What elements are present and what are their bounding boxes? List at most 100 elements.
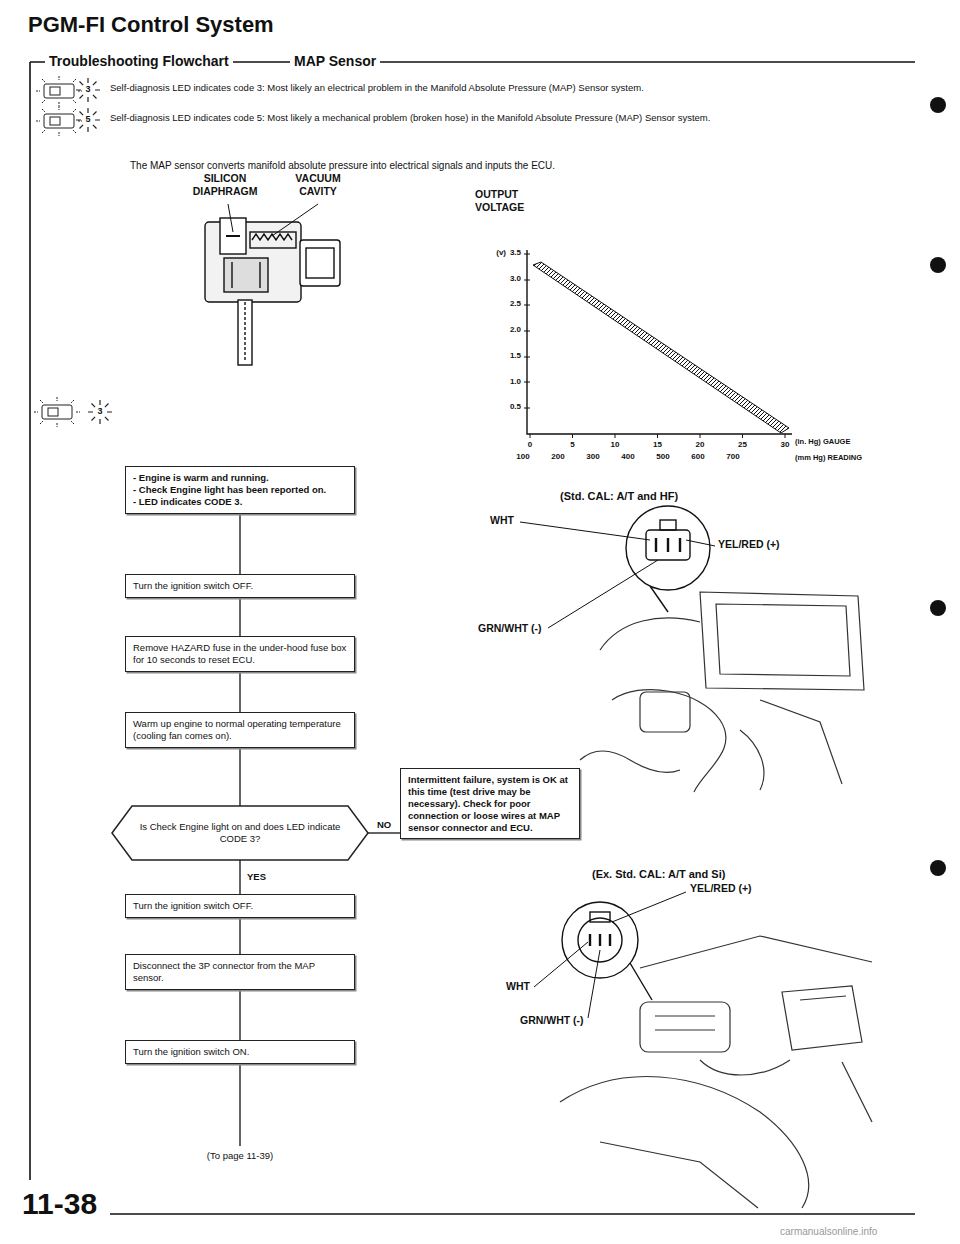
engine-drawing	[640, 936, 872, 968]
voltage-graph	[527, 250, 792, 434]
variant-heading: (Std. CAL: A/T and HF)	[560, 490, 678, 503]
led-icon	[34, 397, 80, 427]
process-box: Disconnect the 3P connector from the MAP…	[125, 954, 355, 990]
part-name: VACUUM CAVITY	[278, 172, 358, 197]
connector-drawing	[578, 918, 622, 962]
wire-color: WHT	[506, 980, 530, 993]
box-text: Turn the ignition switch OFF.	[133, 900, 347, 912]
connector-drawing	[660, 520, 676, 530]
map-sensor-drawing	[226, 235, 240, 237]
engine-drawing	[716, 604, 850, 676]
flow-connector	[239, 918, 240, 954]
box-text: - Check Engine light has been reported o…	[133, 484, 347, 496]
voltage-graph	[524, 250, 792, 438]
frame-line	[30, 62, 915, 1214]
leader-line	[228, 204, 318, 236]
tick-label: 25	[738, 440, 747, 450]
box-text: Disconnect the 3P connector from the MAP…	[133, 960, 347, 984]
code-digit: 3	[85, 84, 90, 95]
unit-label: (v)	[496, 248, 506, 258]
registration-dot	[930, 97, 946, 113]
engine-drawing	[560, 1077, 809, 1208]
engine-drawing	[842, 1062, 872, 1122]
registration-dot	[930, 860, 946, 876]
leader-line	[588, 950, 600, 1018]
connector-drawing	[590, 912, 610, 922]
map-sensor-drawing	[244, 302, 245, 362]
led-icon	[42, 405, 72, 419]
note-text: Self-diagnosis LED indicates code 5: Mos…	[110, 112, 900, 123]
engine-drawing	[600, 1142, 758, 1208]
map-sensor-drawing	[252, 234, 292, 240]
tick-label: 1.0	[510, 377, 521, 387]
engine-drawing	[640, 692, 690, 732]
map-sensor-drawing	[306, 248, 334, 278]
wire-color: YEL/RED (+)	[690, 882, 752, 895]
wire-color: GRN/WHT (-)	[520, 1014, 584, 1027]
box-text: Turn the ignition switch ON.	[133, 1046, 347, 1058]
voltage-graph	[533, 262, 789, 433]
tick-label: 15	[653, 440, 662, 450]
box-text: Intermittent failure, system is OK at th…	[408, 774, 572, 833]
frame-line	[29, 62, 31, 1180]
blink-symbol	[76, 78, 112, 424]
section-heading: MAP Sensor	[290, 53, 380, 70]
wire-color: WHT	[490, 514, 514, 527]
connector-drawing	[562, 506, 710, 1000]
engine-drawing	[655, 1016, 715, 1030]
connector-drawing	[656, 538, 680, 552]
process-box: Warm up engine to normal operating tempe…	[125, 712, 355, 748]
tick-label: 3.5	[510, 248, 521, 258]
axis-title: (in. Hg) GAUGE	[795, 437, 850, 446]
engine-drawing	[700, 1060, 790, 1075]
voltage-graph	[524, 254, 530, 408]
connector-drawing	[626, 506, 710, 590]
leader-line	[686, 540, 715, 546]
frame-line	[110, 1213, 915, 1215]
branch-label: NO	[375, 819, 393, 830]
led-icon	[48, 408, 58, 416]
engine-drawing	[800, 996, 846, 1000]
led-icon	[44, 84, 74, 98]
map-sensor-drawing	[205, 218, 340, 365]
leader-line	[612, 892, 686, 922]
leader-line	[272, 204, 318, 236]
tick-label: 300	[586, 452, 599, 462]
connector-drawing	[630, 963, 652, 1000]
variant-heading: (Ex. Std. CAL: A/T and Si)	[592, 868, 725, 881]
tick-label: 2.5	[510, 299, 521, 309]
box-text: - LED indicates CODE 3.	[133, 496, 347, 508]
process-box: Remove HAZARD fuse in the under-hood fus…	[125, 636, 355, 672]
leader-line	[548, 560, 658, 628]
led-icon	[34, 76, 82, 427]
branch-label: YES	[245, 871, 268, 882]
map-sensor-drawing	[250, 232, 296, 248]
map-sensor-drawing	[232, 262, 260, 288]
box-text: Warm up engine to normal operating tempe…	[133, 718, 347, 742]
process-box: - Engine is warm and running.- Check Eng…	[125, 466, 355, 514]
led-icon	[34, 397, 80, 427]
tick-label: 700	[726, 452, 739, 462]
tick-label: 0	[528, 440, 532, 450]
tick-label: 200	[551, 452, 564, 462]
registration-dot	[930, 257, 946, 273]
engine-drawing	[600, 618, 700, 650]
axis-title: OUTPUT VOLTAGE	[475, 188, 547, 213]
engine-drawing	[612, 690, 726, 792]
tick-label: 20	[696, 440, 705, 450]
page-reference: (To page 11-39)	[207, 1150, 273, 1161]
tick-label: 30	[781, 440, 790, 450]
blink-symbol	[76, 108, 100, 132]
map-sensor-drawing	[224, 258, 268, 292]
blink-symbol	[88, 400, 112, 424]
connector-drawing	[646, 530, 690, 560]
flow-connector	[239, 514, 240, 574]
flow-connector	[368, 832, 400, 833]
engine-drawing	[640, 1002, 730, 1052]
tick-label: 2.0	[510, 325, 521, 335]
process-box: Turn the ignition switch OFF.	[125, 574, 355, 598]
intro-text: The MAP sensor converts manifold absolut…	[130, 160, 555, 172]
connector-drawing	[562, 902, 638, 978]
tick-label: 5	[570, 440, 574, 450]
